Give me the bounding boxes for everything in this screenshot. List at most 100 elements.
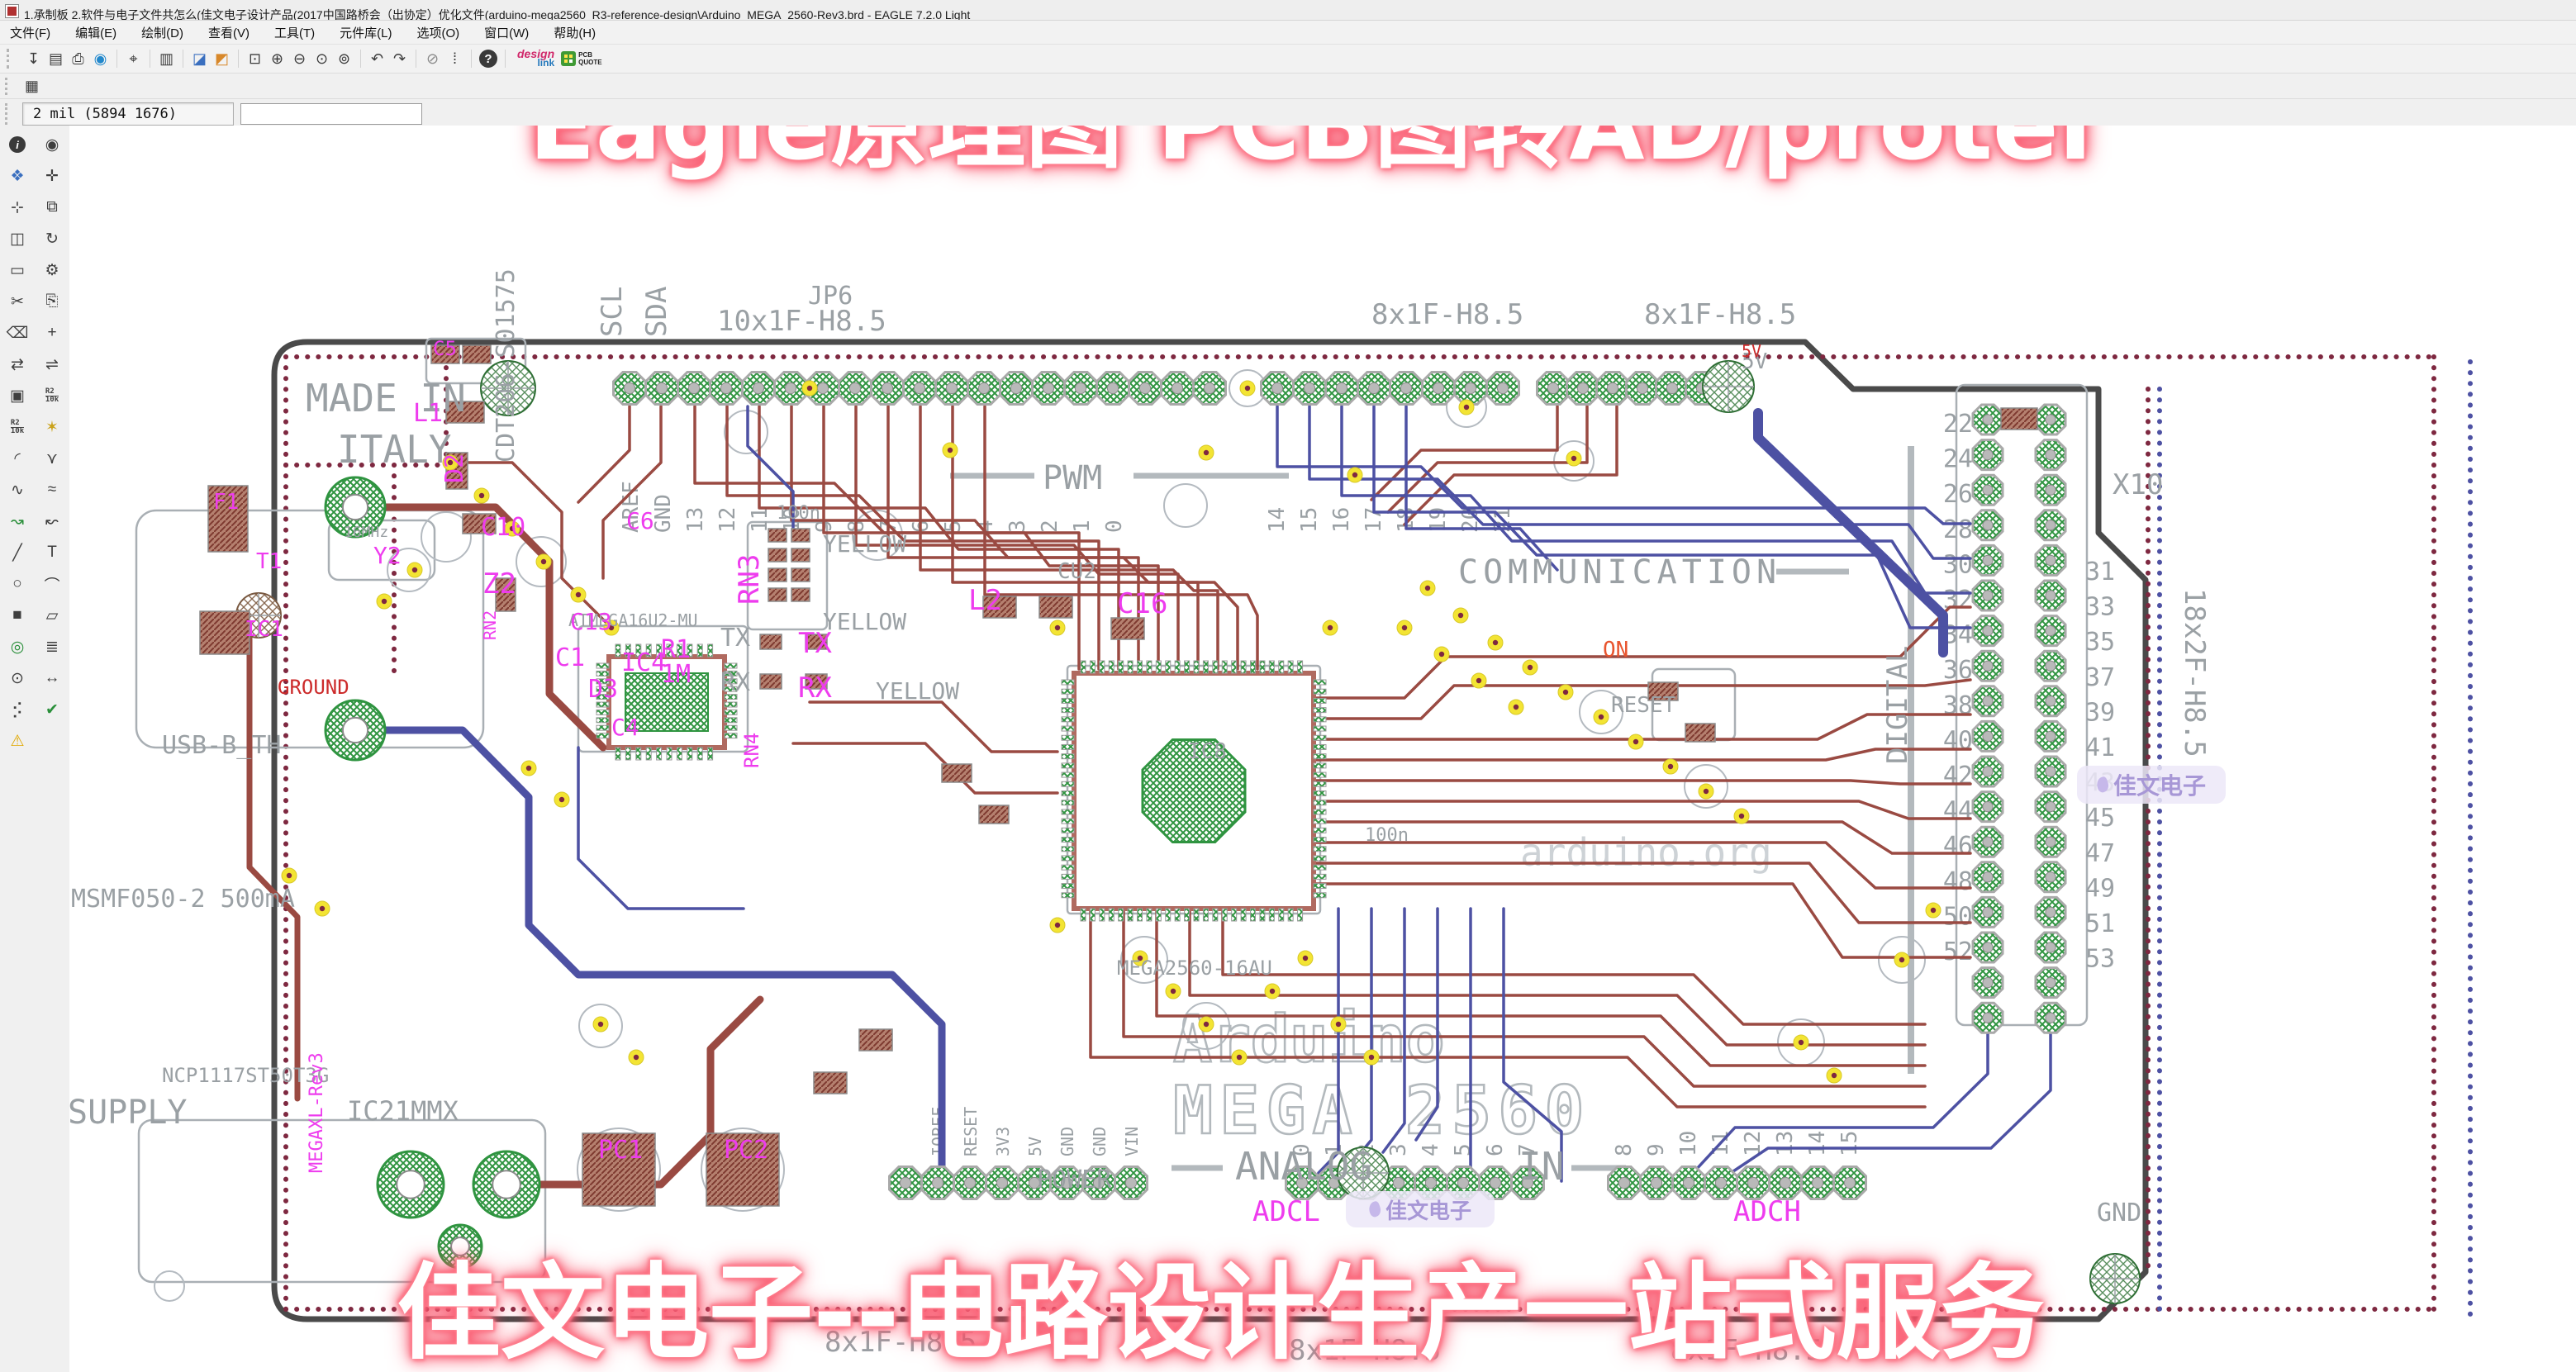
pcb-label[interactable]: GND <box>1057 1127 1077 1156</box>
pin-icon[interactable]: ⌖ <box>129 50 138 67</box>
smd-pad[interactable] <box>430 344 460 364</box>
open-icon[interactable]: ↧ <box>26 50 40 67</box>
split-icon[interactable]: ⋎ <box>46 449 58 468</box>
smd-pad[interactable] <box>582 1132 656 1207</box>
pcb-label[interactable]: 6 <box>1483 1143 1508 1156</box>
copper-trace[interactable] <box>1312 820 1972 855</box>
copper-traces-layer[interactable] <box>246 405 2052 1189</box>
meander-icon[interactable]: ≈ <box>47 481 57 498</box>
mirror-icon[interactable]: ◫ <box>10 230 25 248</box>
mark-icon[interactable]: ✛ <box>45 167 59 185</box>
components-layer[interactable] <box>199 344 2141 1304</box>
delete-icon[interactable]: ⌫ <box>6 324 29 342</box>
pcb-label[interactable]: YELLOW <box>823 530 906 558</box>
go-icon[interactable]: ⁞ <box>452 50 457 67</box>
pcb-label[interactable]: GND <box>1090 1127 1110 1156</box>
pcb-label[interactable]: 5V <box>1025 1137 1045 1156</box>
zoom-select-icon[interactable]: ⊚ <box>337 50 351 67</box>
pcb-label[interactable]: 26 <box>1943 480 1973 509</box>
copy-icon[interactable]: ⧉ <box>46 198 58 216</box>
pcb-label[interactable]: 40 <box>1943 726 1973 755</box>
pcb-label[interactable]: 24 <box>1943 445 1973 474</box>
zoom-out-icon[interactable]: ⊖ <box>292 50 307 67</box>
pcb-label[interactable]: 10x1F-H8.5 <box>717 305 886 338</box>
print-icon[interactable]: ⎙ <box>72 50 84 67</box>
wire-icon[interactable]: ╱ <box>12 544 22 562</box>
board-outline[interactable] <box>271 339 2149 1322</box>
smd-pad[interactable] <box>813 1071 848 1094</box>
pcb-label[interactable]: 1 <box>1322 1143 1347 1156</box>
pcb-label[interactable]: 8x1F-H8.5 <box>1671 1334 1823 1367</box>
rotate-icon[interactable]: ↻ <box>45 230 59 248</box>
smd-pad[interactable] <box>759 673 782 690</box>
pcb-label[interactable]: VIN <box>1122 1127 1142 1156</box>
pcb-label[interactable]: Z2 <box>482 567 516 601</box>
smd-pad[interactable] <box>805 634 828 650</box>
help-icon[interactable]: ? <box>479 50 497 68</box>
pcb-label[interactable]: L1 <box>413 399 443 428</box>
component-outline[interactable] <box>1878 936 1926 984</box>
zoom-in-icon[interactable]: ⊕ <box>270 50 284 67</box>
component-outline[interactable] <box>1684 764 1728 809</box>
pcb-label[interactable]: SDA <box>640 287 673 337</box>
pcb-label[interactable]: 9 <box>1644 1143 1669 1156</box>
pcb-label[interactable]: 47 <box>2085 839 2115 868</box>
pcb-label[interactable]: MEGA 2560 <box>1172 1071 1590 1151</box>
route-icon[interactable]: ↝ <box>11 512 24 530</box>
smd-pad[interactable] <box>768 548 787 563</box>
component-outline[interactable] <box>701 1128 785 1212</box>
grid-button[interactable]: ▦ <box>24 77 39 94</box>
display-options-icon[interactable]: ◩ <box>214 50 229 67</box>
undo-icon[interactable]: ↶ <box>370 50 384 67</box>
copper-trace[interactable] <box>1122 907 1927 1088</box>
component-outline[interactable] <box>852 510 903 561</box>
pcb-label[interactable]: C13 <box>570 608 612 635</box>
pcb-label[interactable]: USB-B_TH <box>162 731 282 760</box>
pcb-label[interactable]: RX <box>798 672 832 705</box>
pcb-label[interactable]: 50 <box>1943 902 1973 931</box>
toolbar-grip[interactable] <box>5 103 16 125</box>
pcb-label[interactable]: ITALY <box>337 427 451 472</box>
copper-trace[interactable] <box>1089 907 1927 1109</box>
pcb-label[interactable]: 37 <box>2085 663 2115 692</box>
pcb-label[interactable]: MEGA2560-16AU <box>1117 957 1272 980</box>
pcb-label[interactable]: 12 <box>715 507 740 533</box>
component-outline[interactable] <box>137 1118 547 1284</box>
menu-item-5[interactable]: 元件库(L) <box>340 26 392 40</box>
smd-pad[interactable] <box>805 673 828 690</box>
pcb-label[interactable]: 10 <box>1676 1131 1701 1156</box>
info-icon[interactable]: i <box>0 129 35 160</box>
pcb-label[interactable]: JP6 <box>808 282 853 311</box>
pcb-label[interactable]: C16 <box>1117 587 1167 620</box>
smd-pad[interactable] <box>495 577 516 612</box>
smd-pad[interactable] <box>791 548 810 563</box>
smd-pad[interactable] <box>1647 681 1679 701</box>
pcb-label[interactable]: 2 <box>1038 520 1062 533</box>
pcb-label[interactable]: 15 <box>1837 1131 1862 1156</box>
pcb-label[interactable]: 14 <box>1265 507 1290 533</box>
pcb-label[interactable]: 18x2F-H8.5 <box>2178 588 2211 757</box>
component-outline[interactable] <box>578 1004 623 1048</box>
smd-pad[interactable] <box>445 401 485 424</box>
pcb-label[interactable]: SCL <box>596 287 629 337</box>
text-icon[interactable]: T <box>47 544 57 561</box>
ratsnest-icon[interactable]: ⡪ <box>12 700 23 719</box>
pcb-label[interactable]: 100n <box>1365 825 1409 846</box>
pcb-label[interactable]: RN4 <box>740 733 763 768</box>
pcb-label[interactable]: 8x1F-H8.5 <box>825 1326 977 1359</box>
pcb-label[interactable]: IC1 <box>245 617 283 642</box>
pcb-label[interactable]: 0 <box>1290 1143 1314 1156</box>
pcb-label[interactable]: RESET <box>1611 693 1676 718</box>
component-outline[interactable] <box>724 410 768 454</box>
errors-icon[interactable]: ⚠ <box>10 732 25 750</box>
smd-pad[interactable] <box>199 610 250 655</box>
copper-trace[interactable] <box>1312 678 1972 720</box>
pcb-label[interactable]: 3 <box>1005 520 1030 533</box>
smd-pad[interactable] <box>982 596 1017 619</box>
component-outline[interactable] <box>746 520 829 631</box>
zoom-fit-icon[interactable]: ⊡ <box>248 50 262 67</box>
